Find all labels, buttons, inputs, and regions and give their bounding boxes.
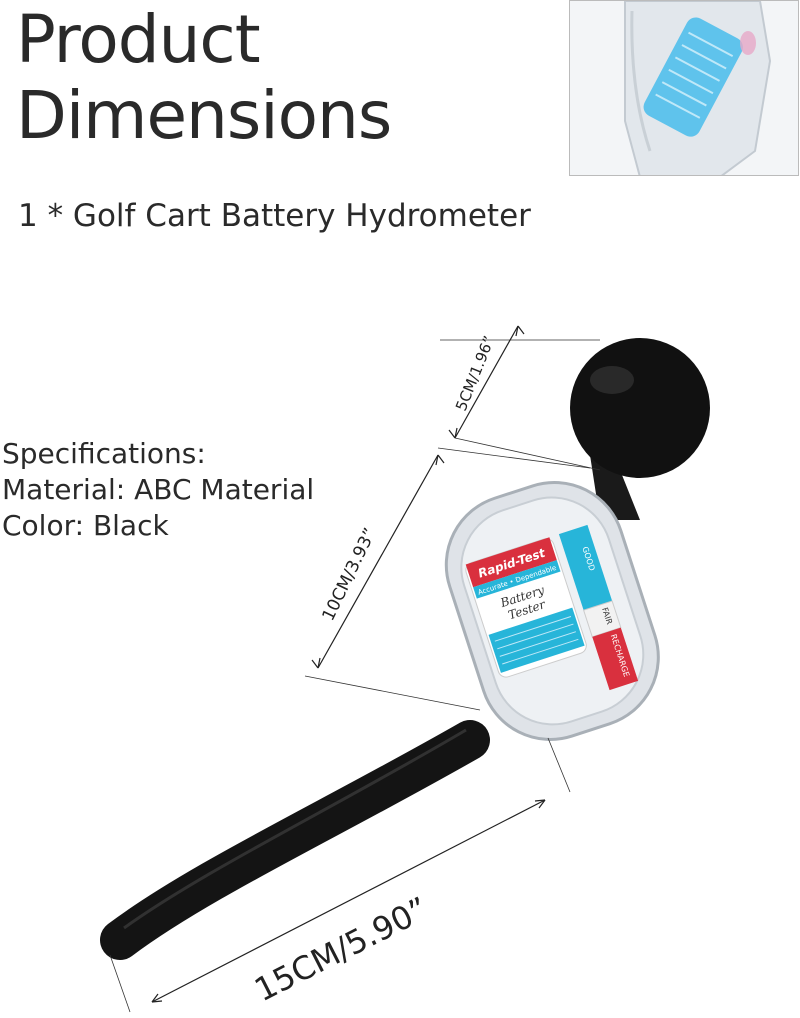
dimension-ball — [440, 325, 601, 471]
rubber-bulb — [570, 338, 710, 478]
package-contents: 1 * Golf Cart Battery Hydrometer — [18, 198, 531, 234]
dimension-body — [304, 447, 591, 711]
tube — [100, 720, 490, 960]
tester-body: Rapid-Test Accurate • Dependable Battery… — [444, 480, 660, 741]
specifications-block: Specifications: Material: ABC Material C… — [2, 436, 314, 544]
detail-thumbnail — [569, 0, 799, 176]
thumbnail-closeup-image — [570, 1, 798, 175]
page-title: Product Dimensions — [16, 1, 392, 154]
dimension-tube — [109, 737, 571, 1013]
spec-color: Color: Black — [2, 509, 169, 542]
title-line-1: Product — [16, 1, 261, 78]
title-line-2: Dimensions — [16, 77, 392, 154]
dimension-tube-label: 15CM/5.90” — [248, 889, 434, 1009]
specs-title: Specifications: — [2, 437, 206, 470]
spec-material: Material: ABC Material — [2, 473, 315, 506]
